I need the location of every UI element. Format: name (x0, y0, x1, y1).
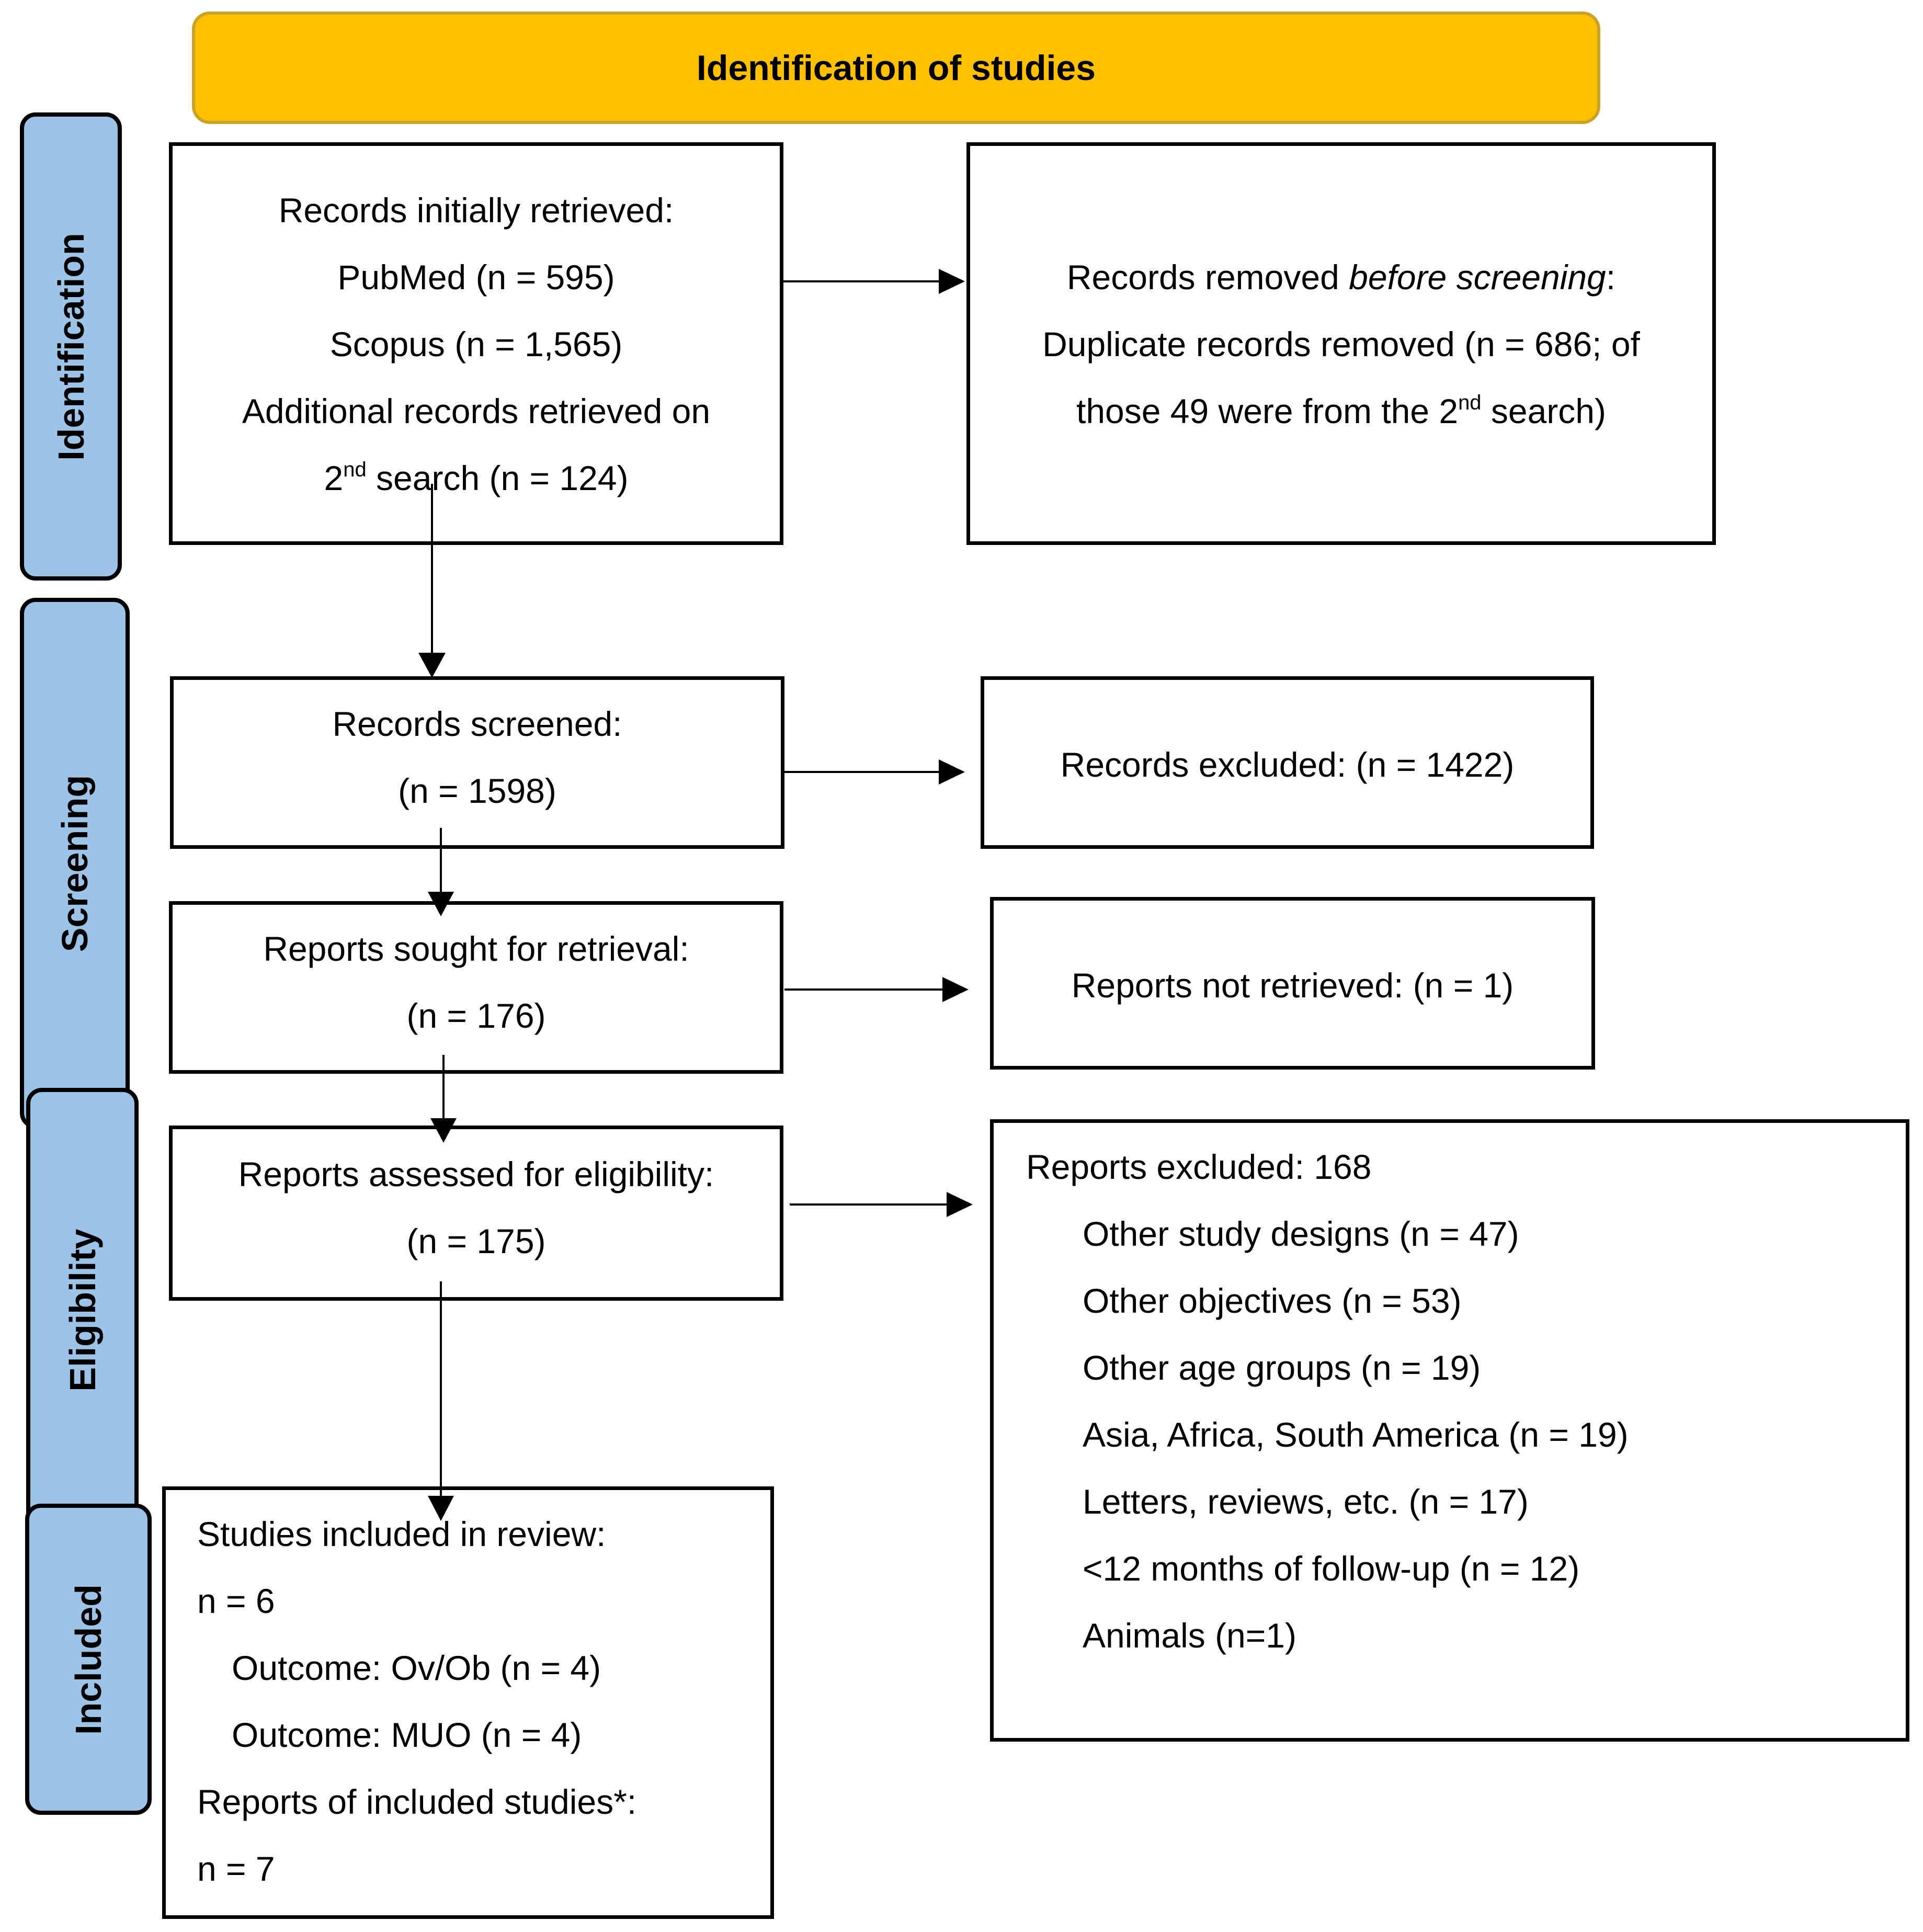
records-removed-heading: Records removed before screening: (1066, 258, 1616, 297)
studies-included-count: n = 6 (197, 1582, 275, 1620)
exclusion-reason: <12 months of follow-up (n = 12) (1083, 1549, 1580, 1588)
arrow-assessed-to-included (428, 1281, 454, 1521)
box-studies-included: Studies included in review: n = 6 Outcom… (162, 1486, 774, 1919)
box-reports-not-retrieved: Reports not retrieved: (n = 1) (990, 897, 1595, 1070)
exclusion-reason: Other age groups (n = 19) (1083, 1348, 1481, 1387)
reports-not-retrieved-text: Reports not retrieved: (n = 1) (1071, 966, 1514, 1005)
records-retrieved-lines: Records initially retrieved: PubMed (n =… (169, 177, 783, 512)
box-records-excluded: Records excluded: (n = 1422) (981, 676, 1594, 849)
box-reports-assessed: Reports assessed for eligibility: (n = 1… (169, 1126, 783, 1301)
box-reports-excluded: Reports excluded: 168 Other study design… (990, 1119, 1909, 1742)
records-scopus: Scopus (n = 1,565) (329, 325, 623, 363)
reports-assessed-heading: Reports assessed for eligibility: (238, 1155, 714, 1194)
arrow-sought-to-not-retrieved (784, 977, 969, 1002)
box-records-screened: Records screened: (n = 1598) (170, 676, 784, 849)
arrow-retrieved-to-removed (783, 269, 965, 294)
records-removed-duplicates: Duplicate records removed (n = 686; of (1042, 325, 1640, 363)
exclusion-reason: Other study designs (n = 47) (1083, 1214, 1519, 1253)
records-screened-heading: Records screened: (332, 704, 622, 743)
exclusion-reason: Letters, reviews, etc. (n = 17) (1083, 1482, 1529, 1521)
exclusion-reason: Other objectives (n = 53) (1083, 1281, 1462, 1320)
records-removed-lines: Records removed before screening: Duplic… (966, 244, 1716, 445)
header-title: Identification of studies (696, 48, 1096, 88)
box-reports-sought: Reports sought for retrieval: (n = 176) (169, 901, 783, 1074)
reports-assessed-count: (n = 175) (406, 1222, 546, 1260)
arrow-retrieved-to-screened (418, 484, 446, 678)
reports-included-heading: Reports of included studies*: (197, 1782, 637, 1821)
stage-eligibility: Eligibility (26, 1088, 139, 1532)
records-pubmed: PubMed (n = 595) (337, 258, 615, 297)
records-retrieved-heading: Records initially retrieved: (278, 191, 674, 230)
stage-screening: Screening (20, 598, 130, 1129)
records-additional-line1: Additional records retrieved on (242, 392, 711, 430)
studies-outcome-ovob: Outcome: Ov/Ob (n = 4) (232, 1649, 601, 1687)
records-additional-line2: 2nd search (n = 124) (324, 458, 629, 497)
records-removed-second-search: those 49 were from the 2nd search) (1076, 391, 1606, 430)
box-records-removed-frame (966, 142, 1716, 545)
stage-included: Included (25, 1504, 152, 1815)
reports-included-count: n = 7 (197, 1849, 275, 1888)
header-banner: Identification of studies (192, 12, 1600, 124)
exclusion-reason: Asia, Africa, South America (n = 19) (1083, 1415, 1629, 1454)
records-excluded-text: Records excluded: (n = 1422) (1060, 745, 1515, 784)
reports-sought-count: (n = 176) (406, 996, 546, 1035)
arrow-assessed-to-excluded (790, 1192, 973, 1217)
reports-sought-heading: Reports sought for retrieval: (263, 929, 689, 968)
reports-excluded-heading: Reports excluded: 168 (1026, 1147, 1372, 1186)
box-records-retrieved-frame (169, 142, 783, 545)
arrow-screened-to-excluded (784, 759, 965, 785)
stage-identification: Identification (20, 112, 122, 581)
arrow-screened-to-sought (428, 828, 454, 916)
arrow-sought-to-assessed (430, 1055, 457, 1143)
studies-included-heading: Studies included in review: (197, 1515, 606, 1553)
records-screened-count: (n = 1598) (398, 771, 556, 810)
exclusion-reason: Animals (n=1) (1083, 1616, 1296, 1655)
studies-outcome-muo: Outcome: MUO (n = 4) (232, 1715, 582, 1754)
